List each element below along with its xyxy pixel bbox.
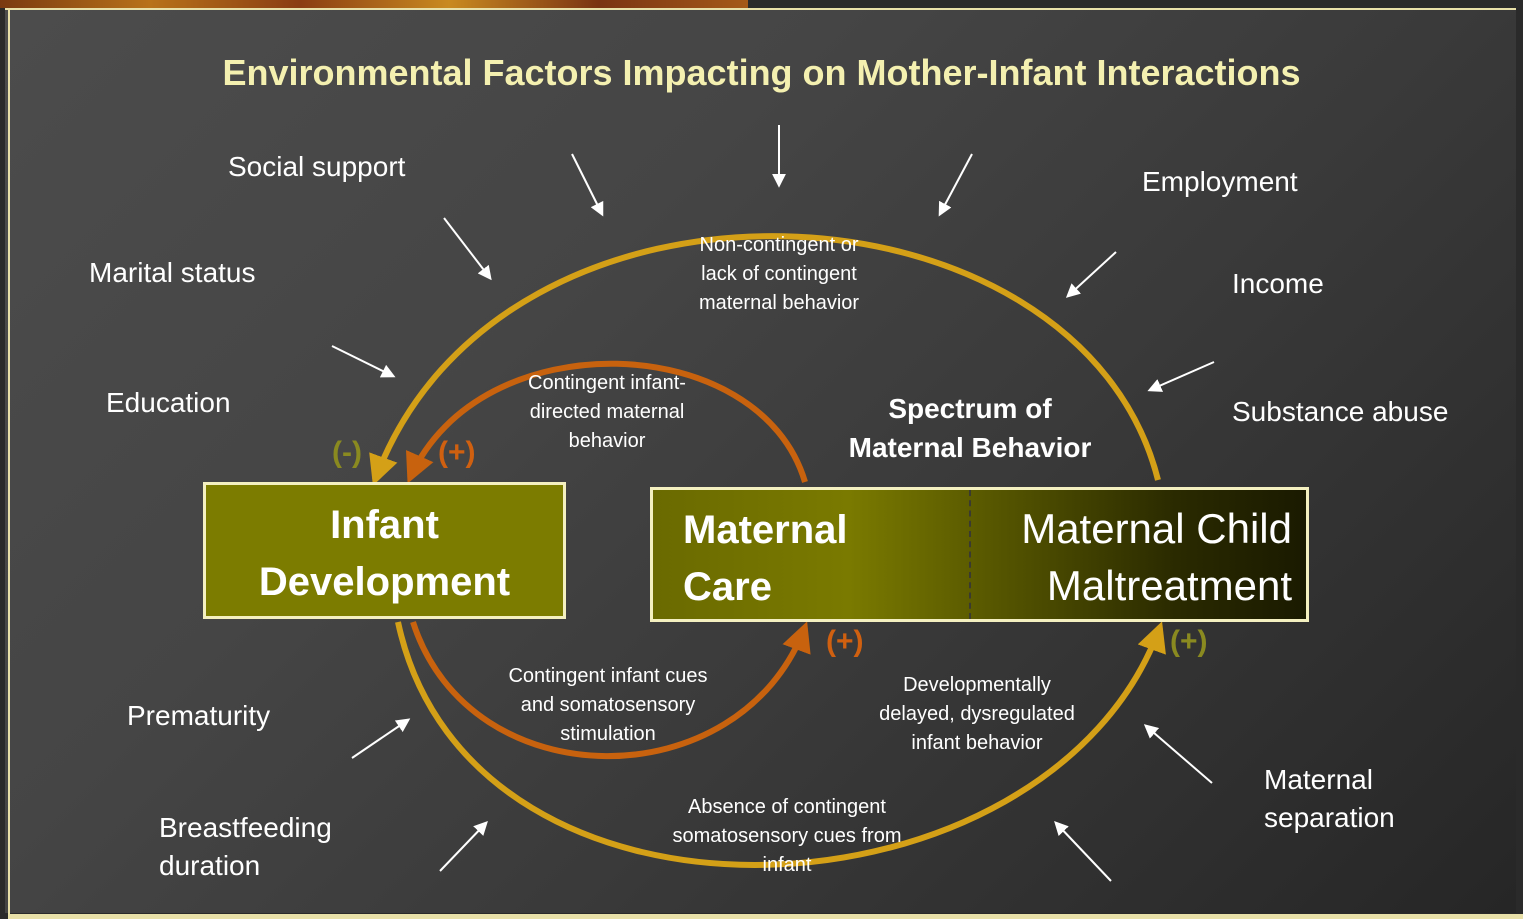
edge-label-delayed-dysregulated: Developmentally delayed, dysregulated in…	[879, 674, 1075, 754]
maternal-behavior-box: Maternal Care Maternal Child Maltreatmen…	[650, 487, 1309, 622]
edge-label-contingent-directed: Contingent infant- directed maternal beh…	[528, 372, 686, 452]
edge-label-non-contingent: Non-contingent or lack of contingent mat…	[698, 234, 860, 314]
factor-social-support: Social support	[228, 151, 406, 182]
factor-arrow-bottom-right	[1054, 820, 1112, 882]
factor-maternal-separation: Maternal separation	[1264, 764, 1395, 833]
factor-arrow-prematurity	[351, 718, 411, 759]
maternal-maltreatment-label: Maternal Child Maltreatment	[1021, 505, 1292, 609]
spectrum-divider	[969, 490, 971, 619]
factor-arrow-top-right	[938, 153, 973, 217]
slide-background	[5, 8, 1516, 913]
sign-positive-infant: (+)	[438, 436, 476, 469]
factor-arrow-marital-status	[331, 345, 396, 378]
factor-arrow-breastfeeding	[439, 820, 488, 872]
frame-left-border	[8, 10, 10, 919]
edge-label-absence-cues: Absence of contingent somatosensory cues…	[672, 796, 902, 876]
factor-prematurity: Prematurity	[127, 700, 271, 731]
edge-label-contingent-cues: Contingent infant cues and somatosensory…	[508, 665, 708, 745]
page-title: Environmental Factors Impacting on Mothe…	[222, 52, 1301, 93]
inner-top-arc	[406, 360, 808, 484]
sign-positive-care: (+)	[826, 625, 864, 658]
decorative-top-strip	[0, 0, 748, 8]
sign-positive-maltreatment: (+)	[1170, 625, 1208, 658]
factor-breastfeeding-duration: Breastfeeding duration	[159, 812, 332, 881]
outer-top-arc	[369, 233, 1161, 486]
spectrum-label: Spectrum of Maternal Behavior	[848, 393, 1092, 463]
factor-employment: Employment	[1142, 166, 1298, 197]
factor-arrow-maternal-separation	[1143, 724, 1213, 784]
factor-arrow-employment	[1065, 251, 1117, 298]
factor-arrow-top-left	[571, 153, 604, 217]
factor-education: Education	[106, 387, 231, 418]
maternal-care-label: Maternal Care	[683, 508, 848, 609]
factor-income: Income	[1232, 268, 1324, 299]
inner-bottom-arc	[410, 621, 811, 760]
factor-marital-status: Marital status	[89, 257, 256, 288]
infant-development-box: Infant Development	[203, 482, 566, 619]
factor-substance-abuse: Substance abuse	[1232, 396, 1449, 427]
outer-bottom-arc	[395, 621, 1166, 868]
sign-negative: (-)	[332, 436, 362, 469]
factor-arrow-social-support	[443, 217, 492, 281]
factor-arrow-income	[1147, 361, 1215, 392]
frame-bottom-border	[8, 914, 1523, 919]
